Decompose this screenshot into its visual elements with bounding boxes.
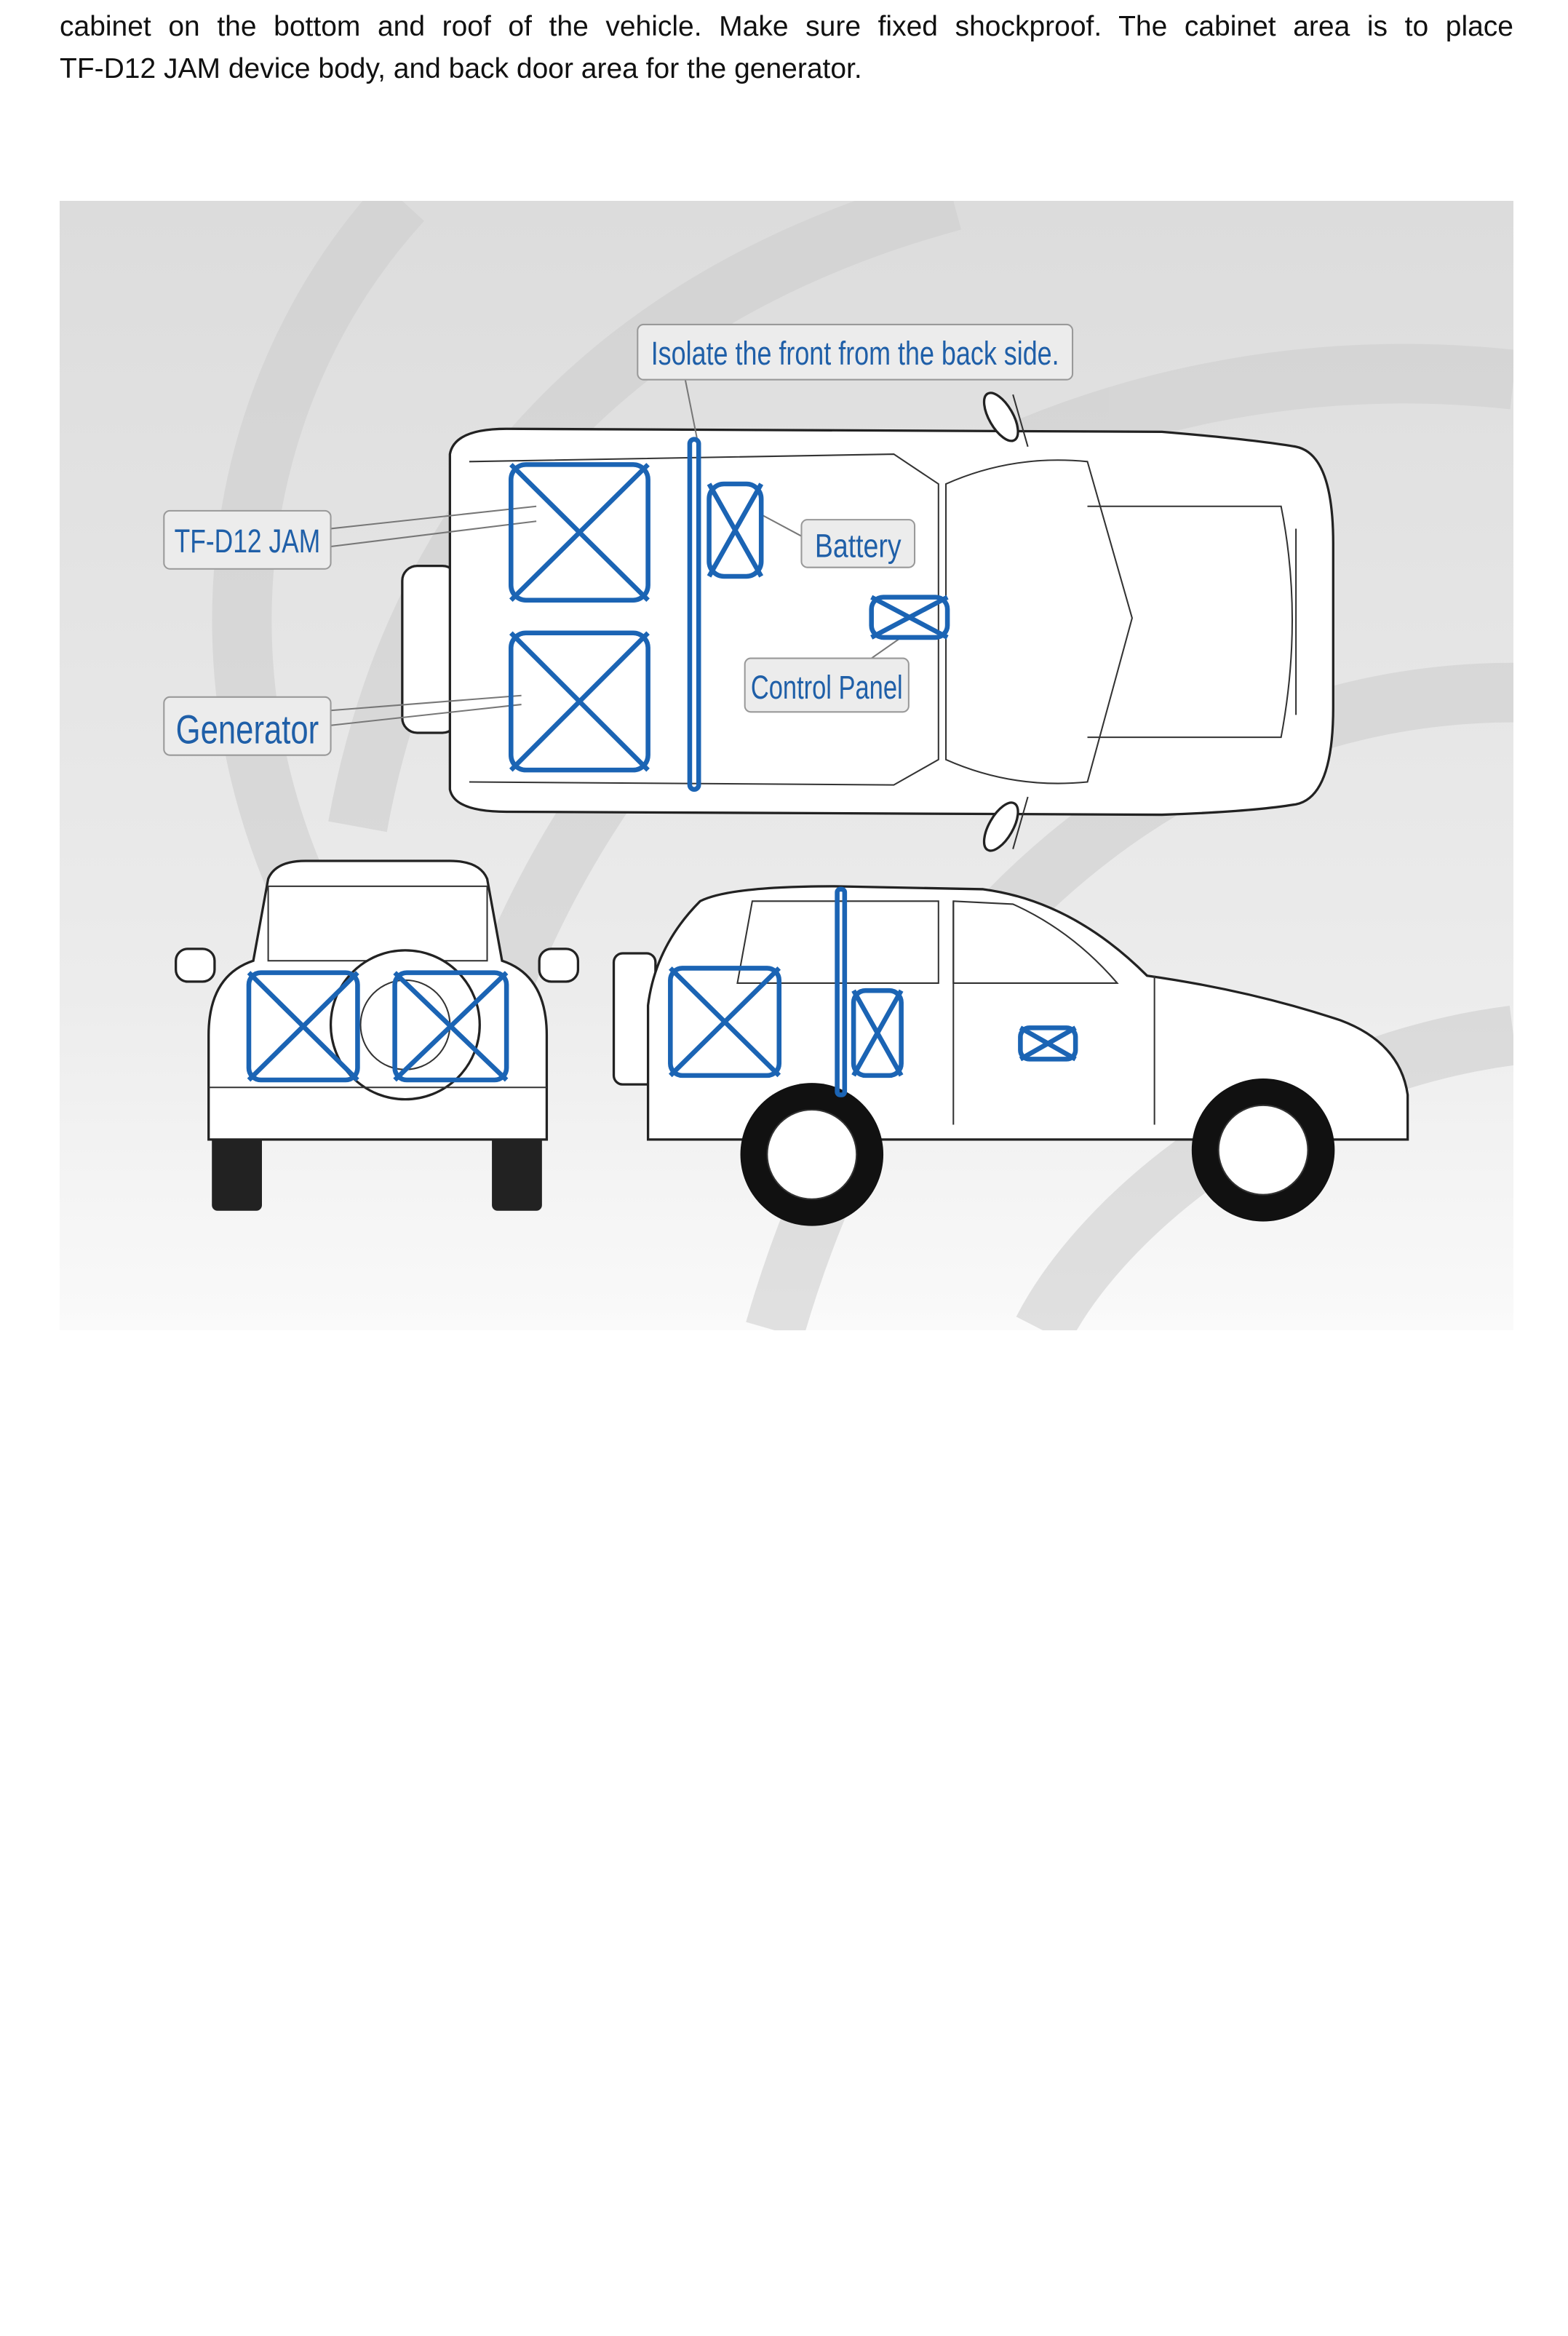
leader-lines — [330, 379, 902, 726]
spare-tire-rear — [329, 949, 481, 1101]
isolation-bar-top — [687, 437, 701, 792]
rear-right-marker — [392, 970, 509, 1083]
label-isolate: Isolate the front from the back side. — [637, 323, 1074, 381]
top-view-vehicle — [401, 392, 1334, 852]
label-control-panel: Control Panel — [744, 657, 910, 713]
rear-view-vehicle — [175, 859, 580, 1211]
isolation-bar-side — [835, 886, 848, 1097]
label-jammer: TF-D12 JAM — [163, 509, 332, 570]
label-control-panel-text: Control Panel — [751, 669, 903, 706]
label-generator-text: Generator — [176, 707, 319, 752]
side-control-marker — [1018, 1025, 1078, 1062]
vehicle-installation-diagram: Isolate the front from the back side. TF… — [60, 201, 1513, 1330]
generator-marker — [509, 630, 650, 773]
label-battery: Battery — [800, 519, 916, 568]
label-generator: Generator — [163, 696, 332, 756]
side-cabinet-marker — [668, 966, 782, 1078]
side-battery-marker — [851, 988, 904, 1078]
label-jammer-text: TF-D12 JAM — [175, 523, 321, 560]
label-battery-text: Battery — [815, 527, 902, 564]
body-paragraph-line-1: cabinet on the bottom and roof of the ve… — [60, 11, 1513, 42]
jammer-cabinet-marker — [509, 462, 650, 603]
body-paragraph-line-2: TF-D12 JAM device body, and back door ar… — [60, 53, 862, 84]
control-panel-marker — [869, 595, 950, 640]
rear-left-marker — [246, 970, 360, 1083]
installation-markers — [246, 437, 1078, 1097]
label-isolate-text: Isolate the front from the back side. — [651, 335, 1059, 372]
battery-marker — [707, 481, 764, 579]
